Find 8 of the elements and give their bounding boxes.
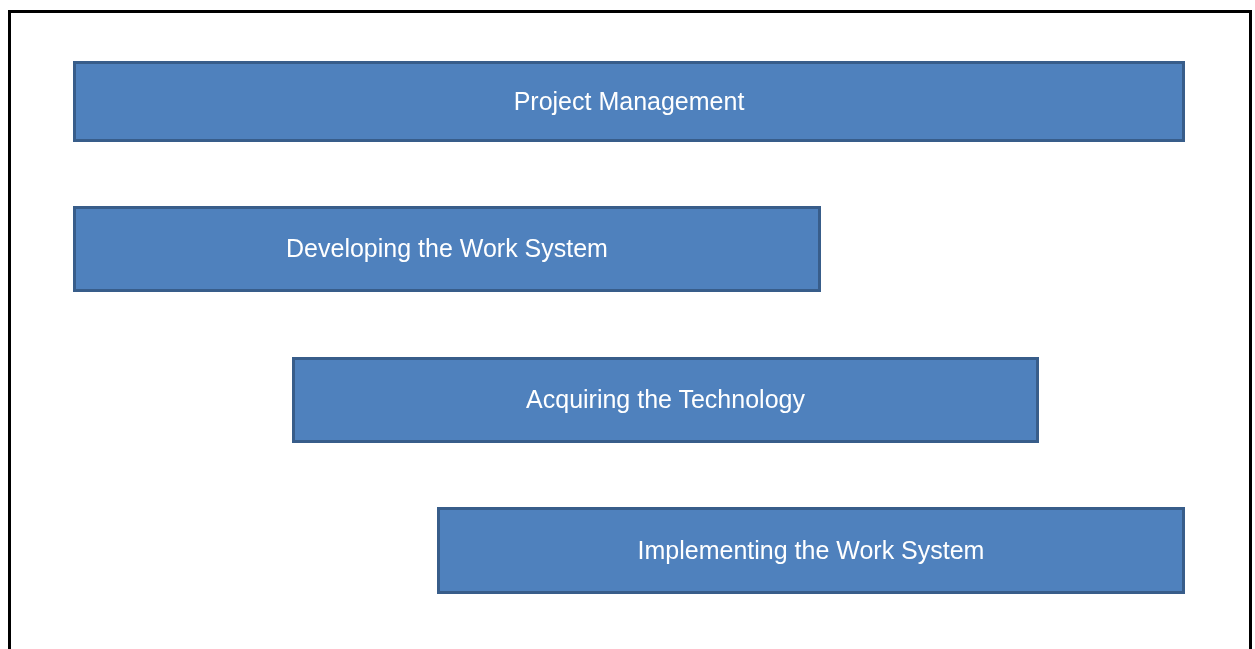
process-box: [73, 206, 821, 292]
process-box: [437, 507, 1185, 594]
box-label: Developing the Work System: [286, 233, 608, 265]
process-box: [73, 61, 1185, 142]
process-box: [292, 357, 1039, 443]
box-label: Implementing the Work System: [637, 534, 985, 566]
box-label: Acquiring the Technology: [526, 384, 805, 416]
box-label: Project Management: [513, 85, 745, 117]
